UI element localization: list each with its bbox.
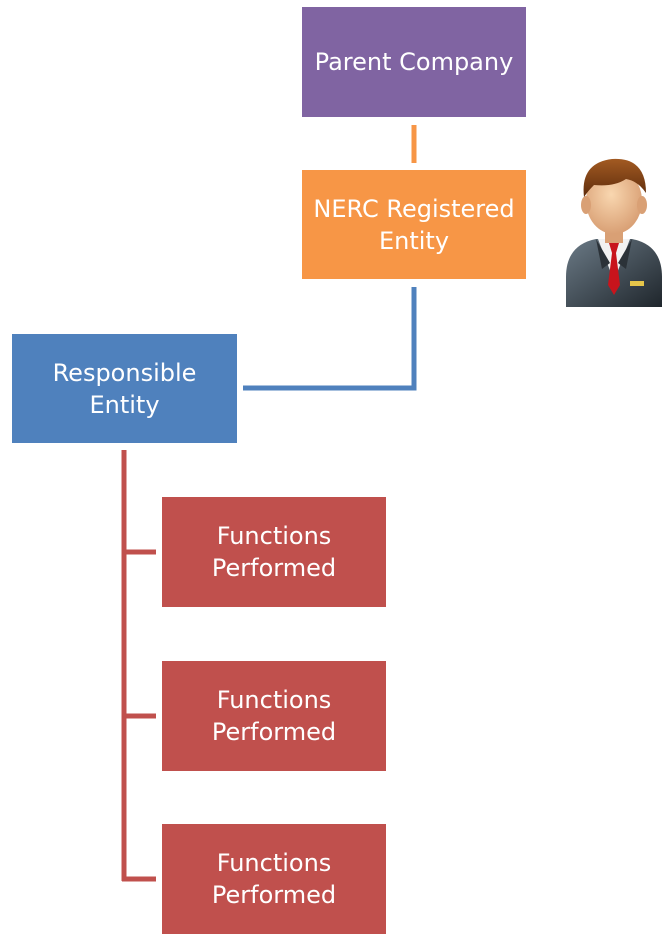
connector-nerc-to-responsible [243,287,417,391]
responsible-entity-box: Responsible Entity [12,334,237,443]
functions-performed-box-3: Functions Performed [162,824,386,934]
functions-performed-label-1: Functions Performed [211,522,337,582]
businessman-icon [566,158,662,307]
responsible-entity-label: Responsible Entity [52,358,197,419]
parent-company-label: Parent Company [314,48,514,76]
nerc-registered-entity-box: NERC Registered Entity [302,170,526,279]
nerc-registered-entity-label: NERC Registered Entity [313,194,515,255]
functions-performed-label-3: Functions Performed [211,849,337,909]
functions-performed-box-1: Functions Performed [162,497,386,607]
functions-performed-label-2: Functions Performed [211,686,337,746]
parent-company-box: Parent Company [302,7,526,117]
functions-performed-box-2: Functions Performed [162,661,386,771]
